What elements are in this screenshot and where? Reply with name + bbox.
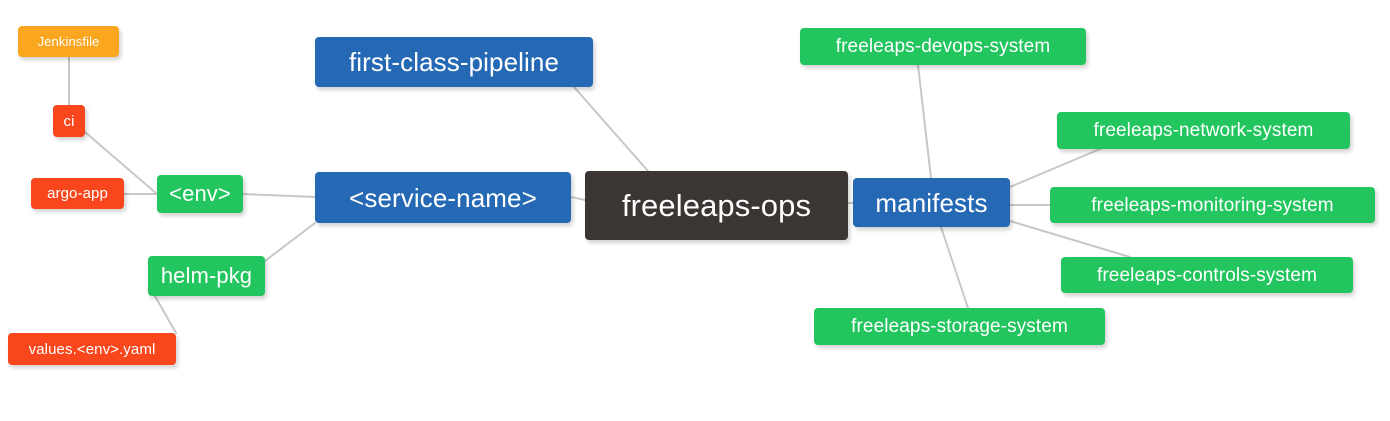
node-freeleaps-ops[interactable]: freeleaps-ops bbox=[585, 171, 848, 240]
node-helm-pkg[interactable]: helm-pkg bbox=[148, 256, 265, 296]
edge-env-servicename bbox=[242, 193, 316, 198]
node-jenkinsfile[interactable]: Jenkinsfile bbox=[18, 26, 119, 57]
node-label-first-class-pipeline: first-class-pipeline bbox=[348, 47, 560, 77]
edge-manifests-network bbox=[1009, 148, 1101, 188]
node-label-manifests: manifests bbox=[875, 187, 988, 218]
node-first-class-pipeline[interactable]: first-class-pipeline bbox=[315, 37, 593, 87]
node-manifests[interactable]: manifests bbox=[853, 178, 1010, 227]
node-label-argo-app: argo-app bbox=[47, 185, 108, 202]
node-argo-app[interactable]: argo-app bbox=[31, 178, 124, 209]
node-label-freeleaps-controls-system: freeleaps-controls-system bbox=[1096, 264, 1318, 286]
node-label-freeleaps-ops: freeleaps-ops bbox=[621, 188, 812, 223]
node-label-ci: ci bbox=[63, 112, 75, 130]
node-freeleaps-storage-system[interactable]: freeleaps-storage-system bbox=[814, 308, 1105, 345]
edge-servicename-ops bbox=[570, 196, 586, 201]
node-freeleaps-devops-system[interactable]: freeleaps-devops-system bbox=[800, 28, 1086, 65]
node-service-name[interactable]: <service-name> bbox=[315, 172, 571, 223]
node-ci[interactable]: ci bbox=[53, 105, 85, 137]
edge-servicename-helmpkg bbox=[264, 222, 316, 262]
node-label-freeleaps-monitoring-system: freeleaps-monitoring-system bbox=[1091, 194, 1334, 216]
edge-manifests-controls bbox=[1009, 220, 1131, 258]
node-label-service-name: <service-name> bbox=[349, 182, 537, 213]
edge-manifests-devops bbox=[917, 64, 932, 179]
node-env[interactable]: <env> bbox=[157, 175, 243, 213]
node-freeleaps-controls-system[interactable]: freeleaps-controls-system bbox=[1061, 257, 1353, 293]
node-label-freeleaps-storage-system: freeleaps-storage-system bbox=[851, 316, 1068, 337]
node-label-values-env-yaml: values.<env>.yaml bbox=[28, 340, 156, 358]
edge-manifests-storage bbox=[940, 226, 969, 309]
edge-helmpkg-values bbox=[154, 295, 177, 334]
node-values-env-yaml[interactable]: values.<env>.yaml bbox=[8, 333, 176, 365]
node-freeleaps-monitoring-system[interactable]: freeleaps-monitoring-system bbox=[1050, 187, 1375, 223]
node-label-freeleaps-devops-system: freeleaps-devops-system bbox=[835, 36, 1051, 57]
edge-pipeline-ops bbox=[573, 86, 649, 172]
node-label-env: <env> bbox=[169, 181, 231, 206]
node-freeleaps-network-system[interactable]: freeleaps-network-system bbox=[1057, 112, 1350, 149]
node-label-jenkinsfile: Jenkinsfile bbox=[37, 34, 100, 49]
node-label-helm-pkg: helm-pkg bbox=[160, 263, 253, 288]
node-label-freeleaps-network-system: freeleaps-network-system bbox=[1093, 120, 1314, 141]
